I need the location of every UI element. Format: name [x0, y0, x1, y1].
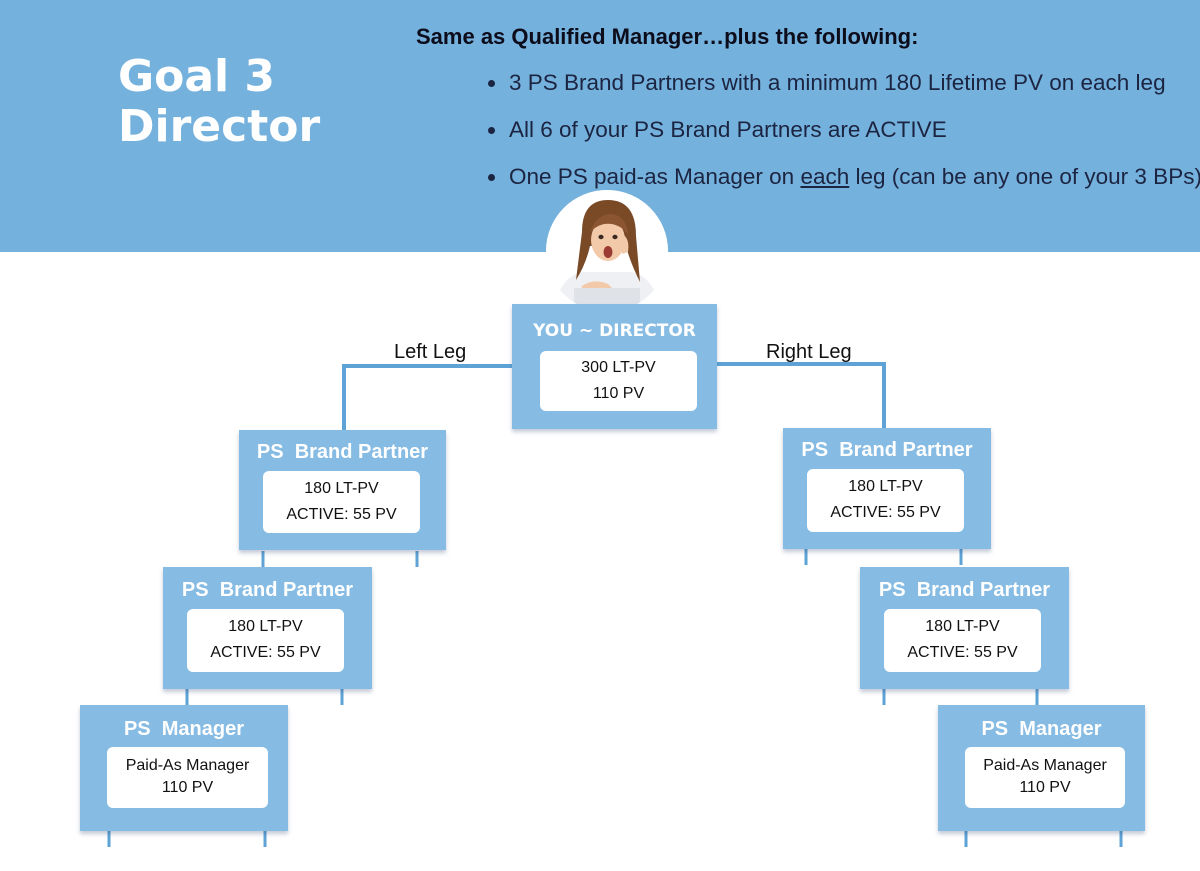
left-manager-node: PS Manager Paid-As Manager 110 PV	[80, 705, 288, 831]
requirement-item: One PS paid-as Manager on each leg (can …	[486, 160, 1200, 207]
node-pv: 110 PV	[161, 779, 214, 796]
node-details: 180 LT-PV ACTIVE: 55 PV	[263, 471, 420, 533]
node-title: PS Brand Partner	[801, 439, 973, 461]
goal-rank: Director	[118, 101, 321, 152]
node-lifetime-pv: 180 LT-PV	[228, 618, 303, 635]
goal-number: Goal 3	[118, 51, 276, 102]
right-manager-node: PS Manager Paid-As Manager 110 PV	[938, 705, 1145, 831]
node-details: 180 LT-PV ACTIVE: 55 PV	[884, 609, 1041, 672]
node-details: 300 LT-PV 110 PV	[540, 351, 697, 411]
node-details: Paid-As Manager 110 PV	[107, 747, 268, 808]
requirements-heading: Same as Qualified Manager…plus the follo…	[416, 24, 919, 49]
requirements-list: 3 PS Brand Partners with a minimum 180 L…	[486, 66, 1200, 207]
node-details: 180 LT-PV ACTIVE: 55 PV	[807, 469, 964, 532]
left-leg-label: Left Leg	[394, 341, 467, 363]
node-lifetime-pv: 180 LT-PV	[304, 480, 379, 497]
requirement-item: 3 PS Brand Partners with a minimum 180 L…	[486, 66, 1200, 113]
right-brand-partner-node-1: PS Brand Partner 180 LT-PV ACTIVE: 55 PV	[783, 428, 991, 549]
requirement-text: All 6 of your PS Brand Partners are ACTI…	[509, 117, 947, 142]
node-status: ACTIVE: 55 PV	[830, 504, 941, 521]
node-title: PS Brand Partner	[181, 579, 354, 601]
node-details: Paid-As Manager 110 PV	[965, 747, 1125, 808]
node-title: YOU ~ DIRECTOR	[533, 321, 696, 341]
left-brand-partner-node-1: PS Brand Partner 180 LT-PV ACTIVE: 55 PV	[239, 430, 446, 550]
requirement-text-start: One PS paid-as Manager on	[509, 164, 801, 189]
surprised-woman-photo	[546, 190, 668, 312]
node-lifetime-pv: 300 LT-PV	[581, 359, 656, 376]
node-title: PS Brand Partner	[256, 441, 429, 463]
node-status: ACTIVE: 55 PV	[286, 506, 397, 523]
node-details: 180 LT-PV ACTIVE: 55 PV	[187, 609, 344, 672]
director-node: YOU ~ DIRECTOR 300 LT-PV 110 PV	[512, 304, 717, 429]
node-title: PS Manager	[123, 718, 245, 740]
node-status: ACTIVE: 55 PV	[210, 644, 321, 661]
right-leg-connector	[717, 362, 886, 429]
requirement-item: All 6 of your PS Brand Partners are ACTI…	[486, 113, 1200, 160]
requirement-emphasis: each	[800, 164, 850, 189]
requirement-text: 3 PS Brand Partners with a minimum 180 L…	[509, 70, 1166, 95]
node-title: PS Brand Partner	[878, 579, 1051, 601]
node-rank: Paid-As Manager	[983, 757, 1107, 774]
goal-title: Goal 3 Director	[118, 52, 320, 152]
right-leg-label: Right Leg	[766, 341, 852, 363]
node-status: ACTIVE: 55 PV	[907, 644, 1018, 661]
node-rank: Paid-As Manager	[125, 757, 250, 774]
left-brand-partner-node-2: PS Brand Partner 180 LT-PV ACTIVE: 55 PV	[163, 567, 372, 689]
node-pv: 110 PV	[1019, 779, 1071, 796]
node-title: PS Manager	[981, 718, 1102, 740]
node-pv: 110 PV	[592, 385, 645, 402]
node-lifetime-pv: 180 LT-PV	[848, 478, 923, 495]
requirement-text-end: leg (can be any one of your 3 BPs)	[849, 164, 1200, 189]
director-avatar	[546, 190, 668, 312]
right-brand-partner-node-2: PS Brand Partner 180 LT-PV ACTIVE: 55 PV	[860, 567, 1069, 689]
node-lifetime-pv: 180 LT-PV	[925, 618, 1000, 635]
left-leg-connector	[342, 364, 512, 431]
